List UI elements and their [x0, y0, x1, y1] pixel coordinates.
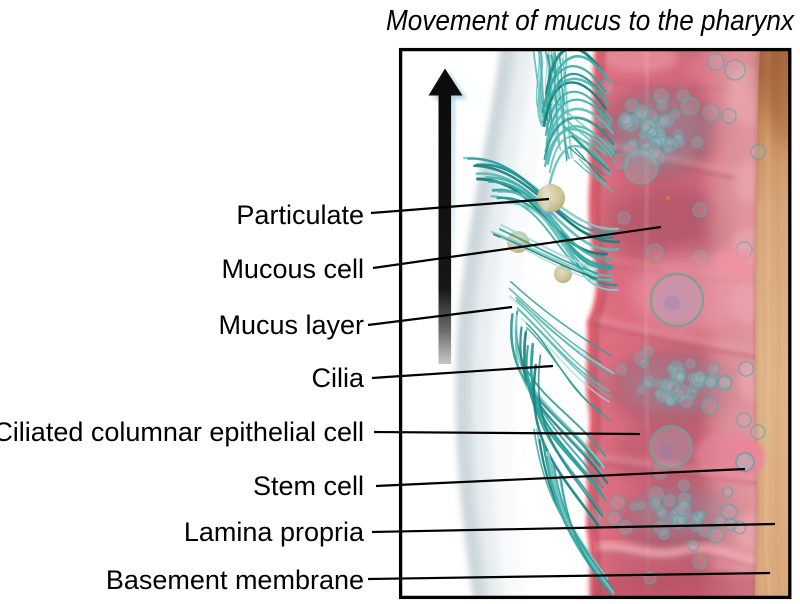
svg-text:Ciliated columnar epithelial c: Ciliated columnar epithelial cell: [0, 417, 364, 447]
svg-text:Mucus layer: Mucus layer: [218, 310, 364, 340]
svg-text:Mucous cell: Mucous cell: [221, 254, 364, 284]
svg-text:Basement membrane: Basement membrane: [106, 565, 364, 595]
svg-text:Movement of mucus to the phary: Movement of mucus to the pharynx: [386, 5, 795, 37]
svg-text:Stem cell: Stem cell: [253, 471, 364, 501]
svg-text:Particulate: Particulate: [236, 200, 364, 230]
svg-text:Cilia: Cilia: [311, 363, 364, 393]
svg-text:Lamina propria: Lamina propria: [184, 517, 365, 547]
